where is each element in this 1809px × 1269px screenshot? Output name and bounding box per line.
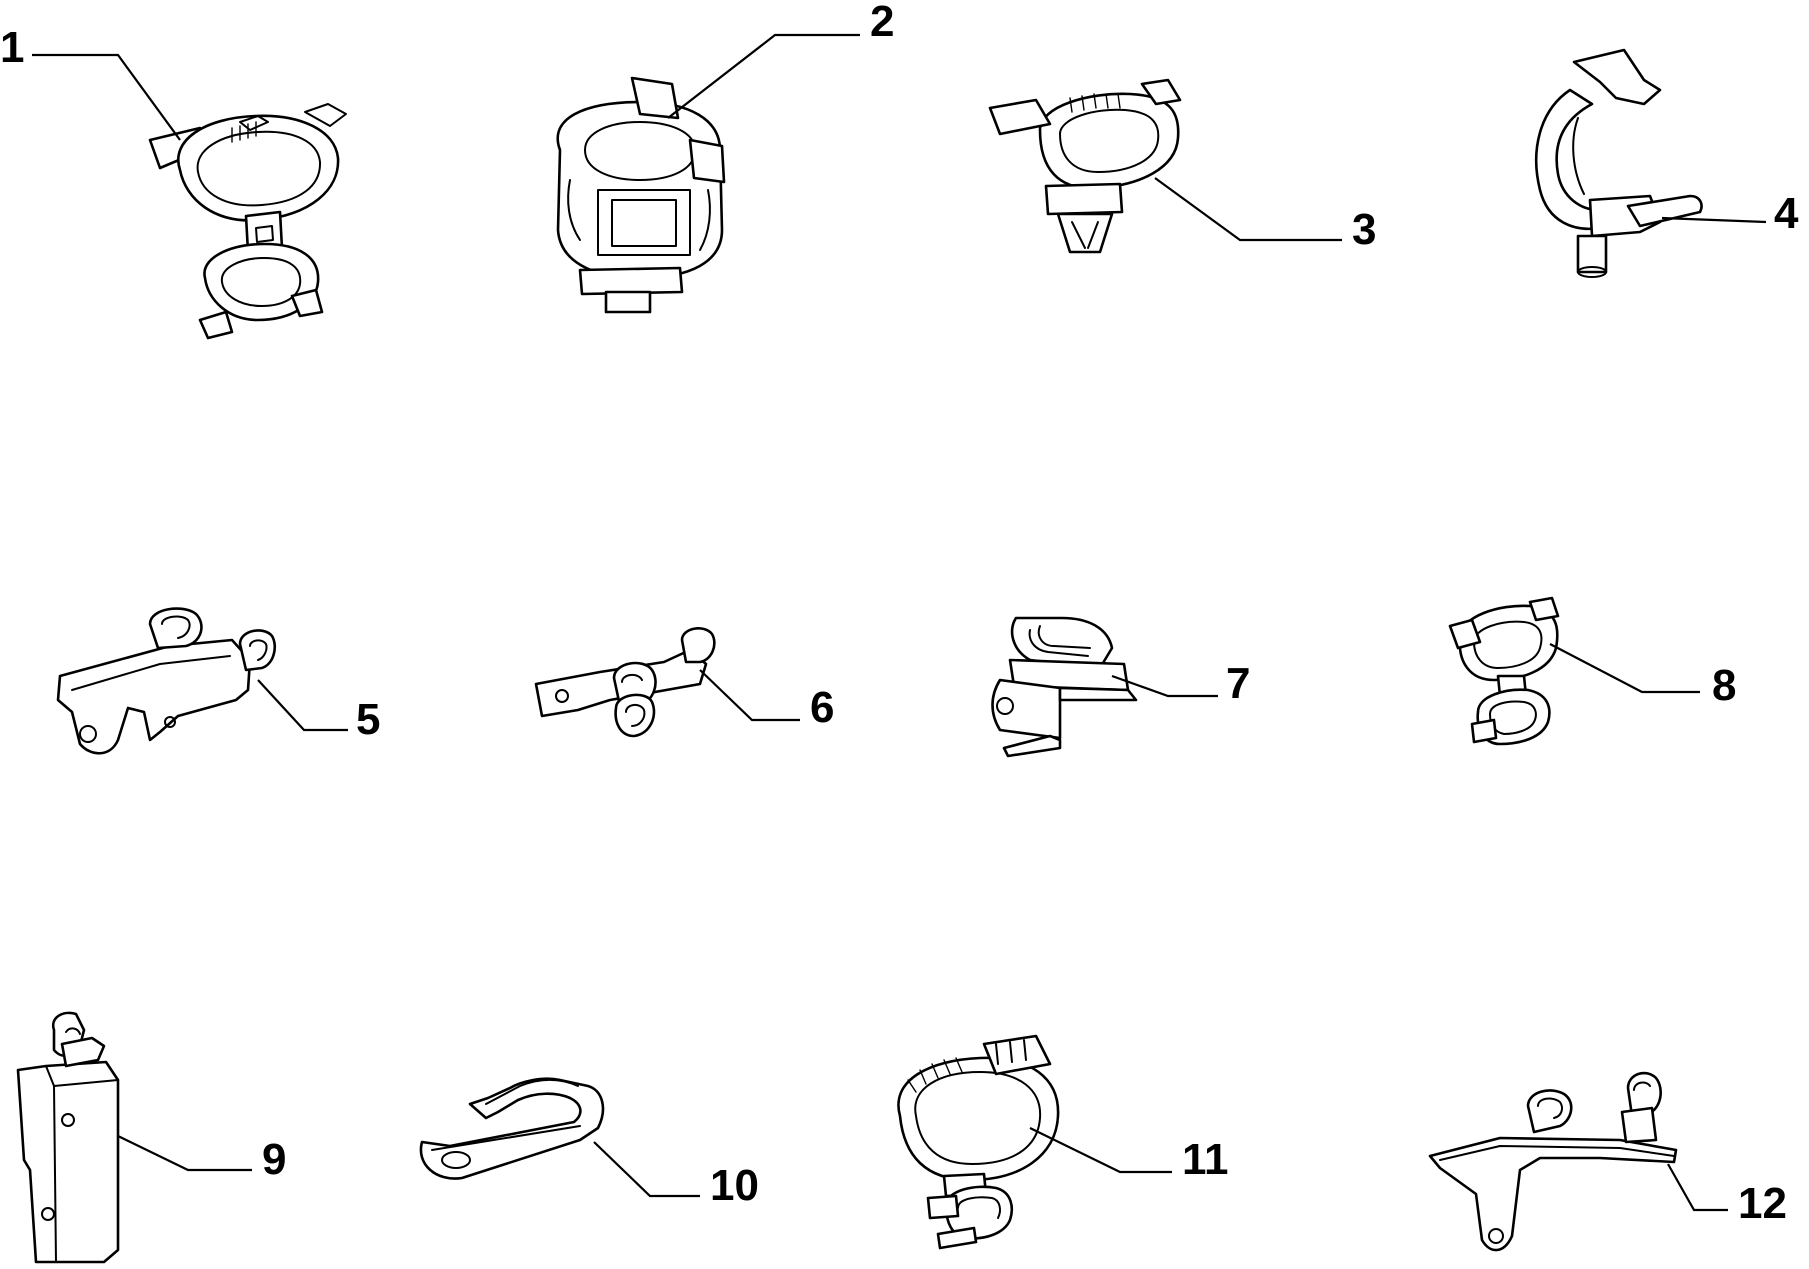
leader-10 bbox=[593, 1141, 700, 1198]
part-12-flat-bracket bbox=[1428, 1071, 1678, 1252]
leader-5 bbox=[257, 679, 348, 732]
part-4-spring-clip bbox=[1534, 48, 1703, 278]
callout-numbers: 1 2 3 4 5 6 7 8 9 10 11 12 bbox=[0, 0, 1799, 1228]
leader-12 bbox=[1667, 1163, 1728, 1212]
callout-11: 11 bbox=[1182, 1135, 1229, 1184]
callout-3: 3 bbox=[1352, 205, 1376, 254]
callout-5: 5 bbox=[356, 695, 380, 744]
leader-3 bbox=[1154, 177, 1342, 242]
callout-12: 12 bbox=[1738, 1179, 1787, 1228]
leader-11 bbox=[1029, 1127, 1172, 1174]
leader-2 bbox=[667, 33, 860, 119]
callout-8: 8 bbox=[1712, 661, 1736, 710]
part-3-push-pin-clip bbox=[988, 78, 1182, 254]
part-2-bulky-clip bbox=[556, 76, 726, 314]
leader-8 bbox=[1549, 643, 1700, 694]
part-10-loop-strap bbox=[419, 1077, 605, 1180]
leader-1 bbox=[32, 53, 181, 141]
callout-1: 1 bbox=[0, 23, 24, 72]
leader-lines bbox=[32, 33, 1767, 1212]
leader-9 bbox=[117, 1135, 252, 1172]
part-1-double-clip bbox=[148, 103, 347, 340]
callout-6: 6 bbox=[810, 683, 834, 732]
part-6-double-clip-bracket bbox=[534, 627, 716, 738]
part-9-vertical-bracket bbox=[16, 1011, 120, 1264]
part-11-large-clip bbox=[897, 1034, 1060, 1250]
callout-4: 4 bbox=[1774, 189, 1799, 238]
callout-7: 7 bbox=[1226, 659, 1250, 708]
callout-9: 9 bbox=[262, 1135, 286, 1184]
leader-6 bbox=[699, 669, 800, 722]
callout-10: 10 bbox=[710, 1161, 759, 1210]
leader-7 bbox=[1111, 674, 1218, 698]
part-5-bracket bbox=[56, 607, 276, 755]
part-8-small-double-clip bbox=[1448, 596, 1560, 746]
leader-4 bbox=[1661, 216, 1767, 224]
part-7-loop-bracket bbox=[991, 616, 1138, 758]
callout-2: 2 bbox=[870, 0, 894, 46]
